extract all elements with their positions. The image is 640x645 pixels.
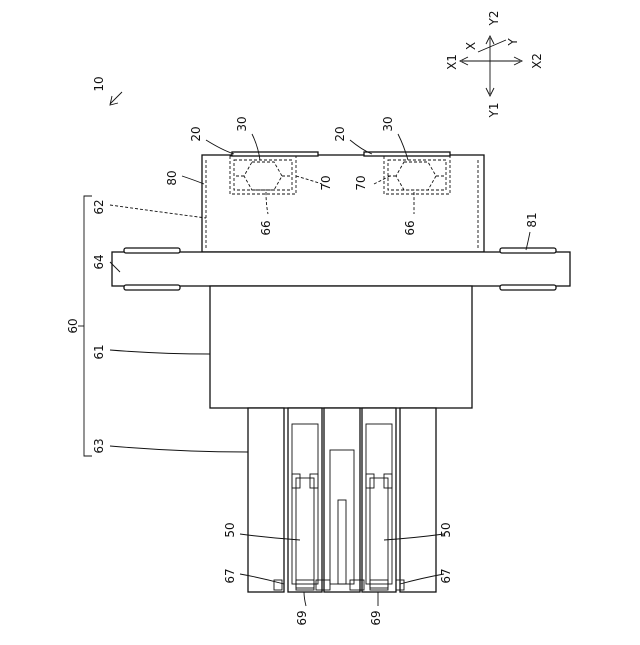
ref-61-label: 61 [92,344,106,359]
pins-63 [248,408,436,592]
ref-66-left-label: 66 [259,220,273,235]
ref-70-right-label: 70 [354,175,368,190]
ref-81-label: 81 [525,212,539,227]
ref-10-label: 10 [92,76,106,91]
x-label: X [464,42,478,50]
ref-66-right-label: 66 [403,220,417,235]
ref-69-left-label: 69 [295,610,309,625]
ref-62-label: 62 [92,199,106,214]
ref-10: 10 [92,76,122,105]
ref-20-left-label: 20 [189,126,203,141]
ref-20-right-label: 20 [333,126,347,141]
y-label: Y [506,38,520,47]
bracket-60: 60 [66,196,92,456]
ref-30-right-label: 30 [381,116,395,131]
ref-69-right-label: 69 [369,610,383,625]
ref-64-label: 64 [92,254,106,269]
y2-label: Y2 [487,11,501,27]
ref-63-label: 63 [92,438,106,453]
y1-label: Y1 [487,103,501,119]
housing-80 [202,152,484,252]
ref-67-left-label: 67 [223,568,237,583]
ref-80-label: 80 [165,170,179,185]
ref-60-label: 60 [66,318,80,333]
ref-67-right-label: 67 [439,568,453,583]
x2-label: X2 [530,53,544,69]
ref-70-left-label: 70 [319,175,333,190]
ref-50-left-label: 50 [223,522,237,537]
body-61 [210,286,472,408]
ref-50-right-label: 50 [439,522,453,537]
flange-64 [112,248,570,290]
x1-label: X1 [445,54,459,70]
ref-30-left-label: 30 [235,116,249,131]
direction-indicator: Y2 Y1 X1 X2 X Y [445,11,544,119]
